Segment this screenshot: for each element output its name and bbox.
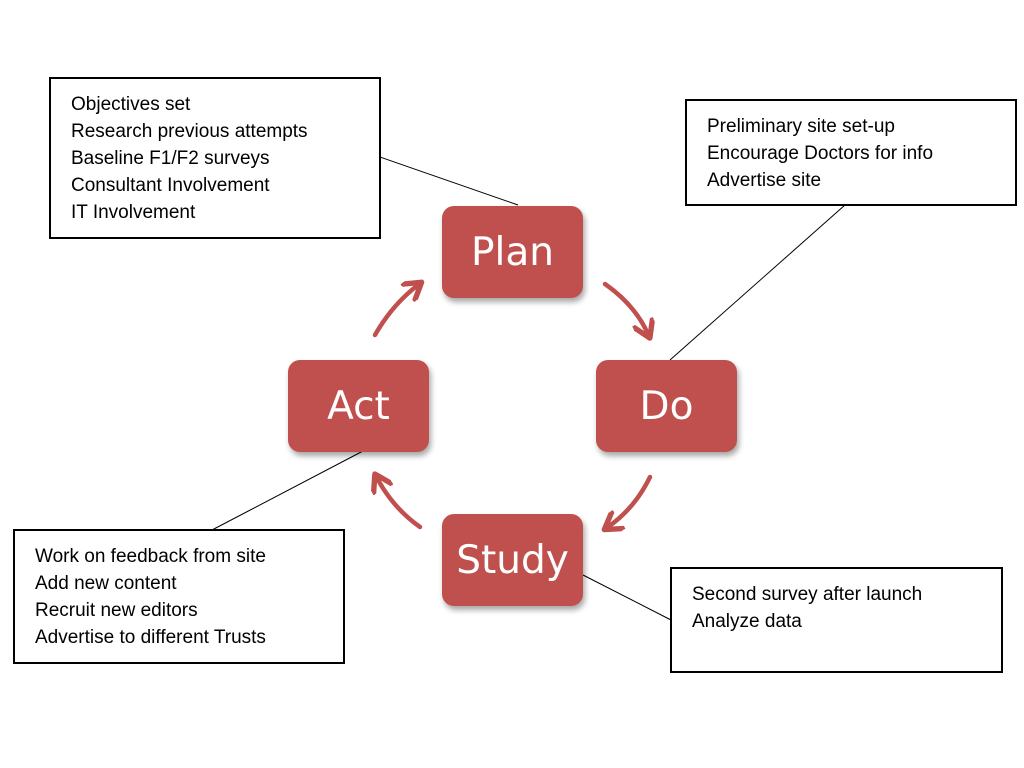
study-stage: Study (442, 514, 583, 606)
act-note-item: Add new content (35, 573, 177, 594)
plan-note-item: Baseline F1/F2 surveys (71, 148, 270, 169)
arrow-do-to-study (608, 474, 653, 527)
plan-note-item: Consultant Involvement (71, 175, 270, 196)
do-note-item: Encourage Doctors for info (707, 143, 934, 164)
do-note-list: Preliminary site set-up Encourage Doctor… (707, 113, 995, 194)
do-stage: Do (596, 360, 737, 452)
plan-note-item: Objectives set (71, 94, 191, 115)
plan-note-list: Objectives set Research previous attempt… (71, 91, 359, 226)
act-note-item: Work on feedback from site (35, 546, 266, 567)
act-stage: Act (288, 360, 429, 452)
study-note-connector (582, 574, 672, 621)
do-note-item: Preliminary site set-up (707, 116, 895, 137)
arrow-plan-to-do (602, 281, 648, 334)
study-note-item: Analyze data (692, 611, 802, 632)
study-note-item: Second survey after launch (692, 584, 923, 605)
act-note-list: Work on feedback from site Add new conte… (35, 543, 323, 651)
plan-note-item: Research previous attempts (71, 121, 308, 142)
plan-note: Objectives set Research previous attempt… (49, 77, 381, 239)
act-note-item: Recruit new editors (35, 600, 198, 621)
plan-note-connector (379, 156, 519, 206)
arrow-study-to-act (377, 478, 423, 530)
study-note-list: Second survey after launch Analyze data (692, 581, 981, 635)
act-note: Work on feedback from site Add new conte… (13, 529, 345, 664)
study-note: Second survey after launch Analyze data (670, 567, 1003, 673)
do-note: Preliminary site set-up Encourage Doctor… (685, 99, 1017, 206)
act-note-connector (211, 450, 364, 531)
plan-stage: Plan (442, 206, 583, 298)
plan-note-item: IT Involvement (71, 202, 196, 223)
do-note-item: Advertise site (707, 170, 822, 191)
act-note-item: Advertise to different Trusts (35, 627, 266, 648)
do-note-connector (669, 204, 846, 361)
arrow-act-to-plan (372, 285, 418, 338)
